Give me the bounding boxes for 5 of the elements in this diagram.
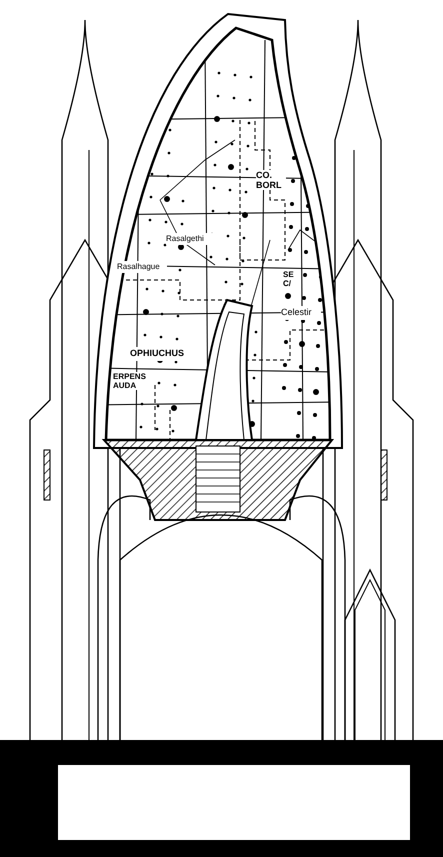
constellation-label: CO. BORL bbox=[256, 170, 286, 190]
star-label: Celestir bbox=[281, 306, 321, 320]
star-label: Rasalgethi bbox=[166, 233, 216, 245]
star-label: Rasalhague bbox=[117, 261, 167, 273]
constellation-label: ERPENS AUDA bbox=[113, 372, 147, 390]
